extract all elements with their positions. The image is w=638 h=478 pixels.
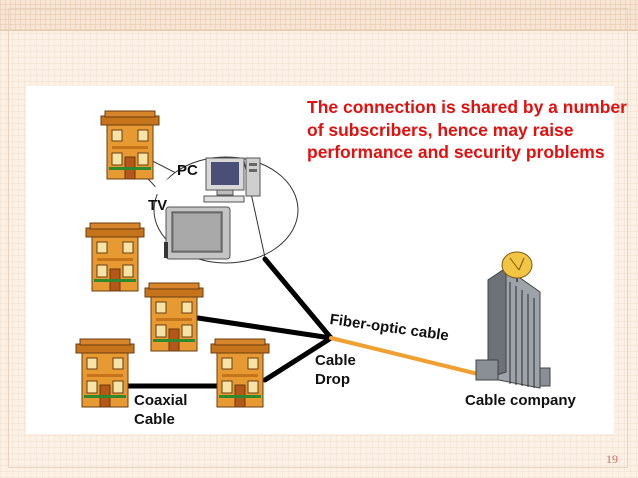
- tv-label: TV: [148, 197, 168, 214]
- house-icon: [85, 222, 145, 292]
- house-icon: [144, 282, 204, 352]
- cable-company-label: Cable company: [465, 392, 576, 409]
- coaxial-cable-label: Coaxial Cable: [134, 392, 188, 428]
- pc-icon: [203, 157, 261, 203]
- tv-icon: [164, 206, 231, 260]
- satellite-dish-icon: [501, 251, 533, 282]
- pc-label: PC: [177, 162, 198, 179]
- office-building-icon: [475, 267, 551, 389]
- top-band: [0, 0, 638, 31]
- house-icon: [100, 110, 160, 180]
- coax-cables: [125, 256, 334, 389]
- fiber-cable-line: [329, 336, 480, 376]
- slide-border: [8, 8, 628, 468]
- house-icon: [75, 338, 135, 408]
- cable-drop-label: Cable Drop: [315, 352, 356, 388]
- page-number: 19: [606, 452, 618, 466]
- shared-connection-note: The connection is shared by a number of …: [307, 97, 627, 162]
- house-icon: [210, 338, 270, 408]
